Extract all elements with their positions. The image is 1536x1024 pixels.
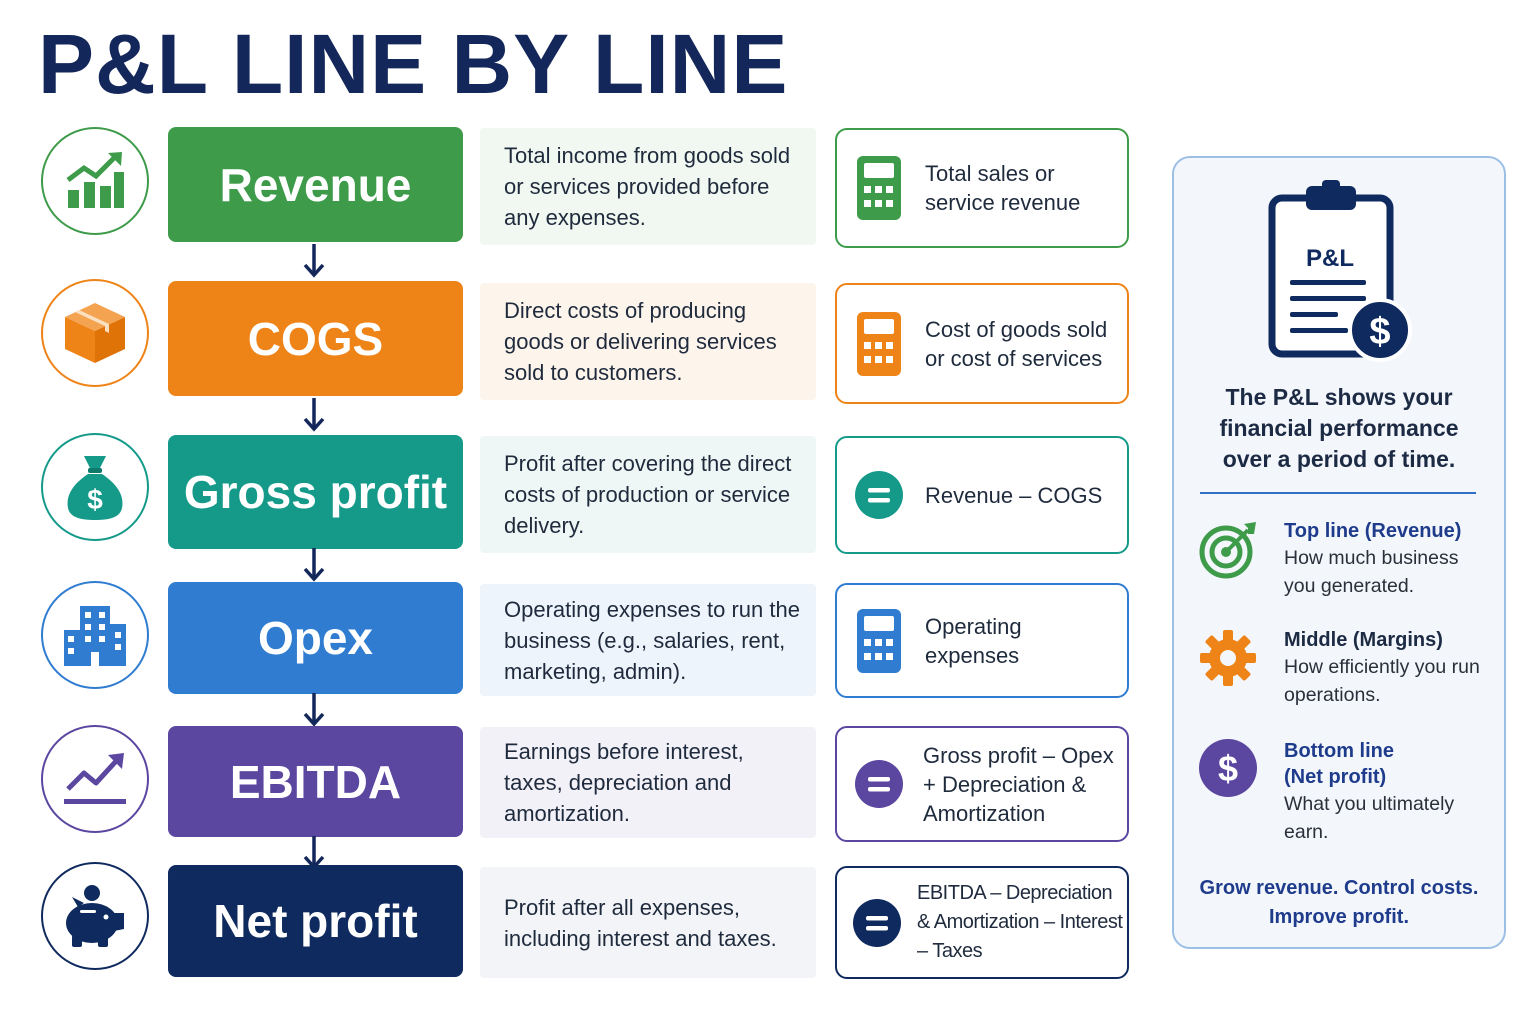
row-formula-box: Revenue – COGS <box>835 436 1129 554</box>
panel-item-text: How much business you generated. <box>1284 547 1459 597</box>
dollar-circle-icon: $ <box>1198 738 1258 798</box>
row-formula-box: Cost of goods sold or cost of services <box>835 283 1129 404</box>
panel-item-middle: Middle (Margins) How efficiently you run… <box>1284 627 1494 709</box>
row-formula: Operating expenses <box>925 613 1022 668</box>
building-icon <box>64 606 126 666</box>
panel-item-heading: Middle (Margins) <box>1284 629 1443 651</box>
row-icon-circle <box>41 127 149 235</box>
trend-line-icon <box>64 753 126 804</box>
panel-footer: Grow revenue. Control costs. Improve pro… <box>1199 877 1479 928</box>
row-formula: Revenue – COGS <box>925 482 1103 508</box>
panel-item-top-line: Top line (Revenue) How much business you… <box>1284 518 1494 600</box>
growth-chart-icon <box>66 152 124 208</box>
arrow-down-icon <box>303 548 325 582</box>
calculator-icon <box>855 608 903 673</box>
row-description: Earnings before interest, taxes, depreci… <box>480 727 816 838</box>
row-icon-circle <box>41 862 149 970</box>
row-formula: Cost of goods sold or cost of services <box>925 316 1108 371</box>
row-formula: Total sales or service revenue <box>925 161 1081 215</box>
row-description: Profit after all expenses, including int… <box>480 867 816 978</box>
row-icon-circle <box>41 581 149 689</box>
panel-summary: The P&L shows your financial performance… <box>1219 384 1459 472</box>
row-description: Operating expenses to run the business (… <box>480 584 816 696</box>
equals-icon <box>855 471 903 519</box>
row-formula-box: Total sales or service revenue <box>835 128 1129 248</box>
panel-item-bottom-line: Bottom line (Net profit) What you ultima… <box>1284 738 1494 846</box>
page-title: P&L LINE BY LINE <box>38 17 789 111</box>
row-description: Direct costs of producing goods or deliv… <box>480 283 816 400</box>
row-formula-box: Gross profit – Opex + Depreciation & Amo… <box>835 726 1129 842</box>
arrow-down-icon <box>303 693 325 727</box>
panel-item-heading: Bottom line (Net profit) <box>1284 740 1394 788</box>
row-icon-circle <box>41 279 149 387</box>
piggy-bank-icon <box>66 885 124 947</box>
calculator-icon <box>855 311 903 376</box>
calculator-icon <box>855 156 903 220</box>
row-formula-box: Operating expenses <box>835 583 1129 698</box>
summary-panel: P&L $ The P&L shows your financial perfo… <box>1172 156 1506 949</box>
equals-icon <box>855 760 903 808</box>
row-label: Gross profit <box>168 435 463 549</box>
row-formula-box: EBITDA – Depreciation & Amortization – I… <box>835 866 1129 979</box>
gear-icon <box>1198 628 1258 688</box>
svg-text:$: $ <box>87 484 103 515</box>
row-label: Revenue <box>168 127 463 242</box>
row-description: Profit after covering the direct costs o… <box>480 436 816 553</box>
panel-item-text: How efficiently you run operations. <box>1284 656 1480 706</box>
clipboard-badge: P&L <box>1306 245 1354 272</box>
clipboard-dollar-icon: P&L $ <box>1268 180 1412 362</box>
equals-icon <box>853 898 901 947</box>
row-label: COGS <box>168 281 463 396</box>
panel-item-heading: Top line (Revenue) <box>1284 520 1462 542</box>
panel-divider <box>1200 492 1476 494</box>
row-label: Net profit <box>168 865 463 977</box>
row-label: EBITDA <box>168 726 463 837</box>
row-icon-circle <box>41 725 149 833</box>
row-description: Total income from goods sold or services… <box>480 128 816 245</box>
arrow-down-icon <box>303 398 325 432</box>
money-bag-icon: $ <box>67 456 123 520</box>
svg-text:$: $ <box>1369 311 1390 353</box>
arrow-down-icon <box>303 244 325 278</box>
row-label: Opex <box>168 582 463 694</box>
panel-item-text: What you ultimately earn. <box>1284 793 1455 843</box>
target-icon <box>1198 520 1258 580</box>
svg-text:$: $ <box>1218 748 1238 789</box>
row-formula: Gross profit – Opex + Depreciation & Amo… <box>923 742 1114 826</box>
row-formula: EBITDA – Depreciation & Amortization – I… <box>917 882 1123 962</box>
box-icon <box>65 303 125 363</box>
row-icon-circle: $ <box>41 433 149 541</box>
